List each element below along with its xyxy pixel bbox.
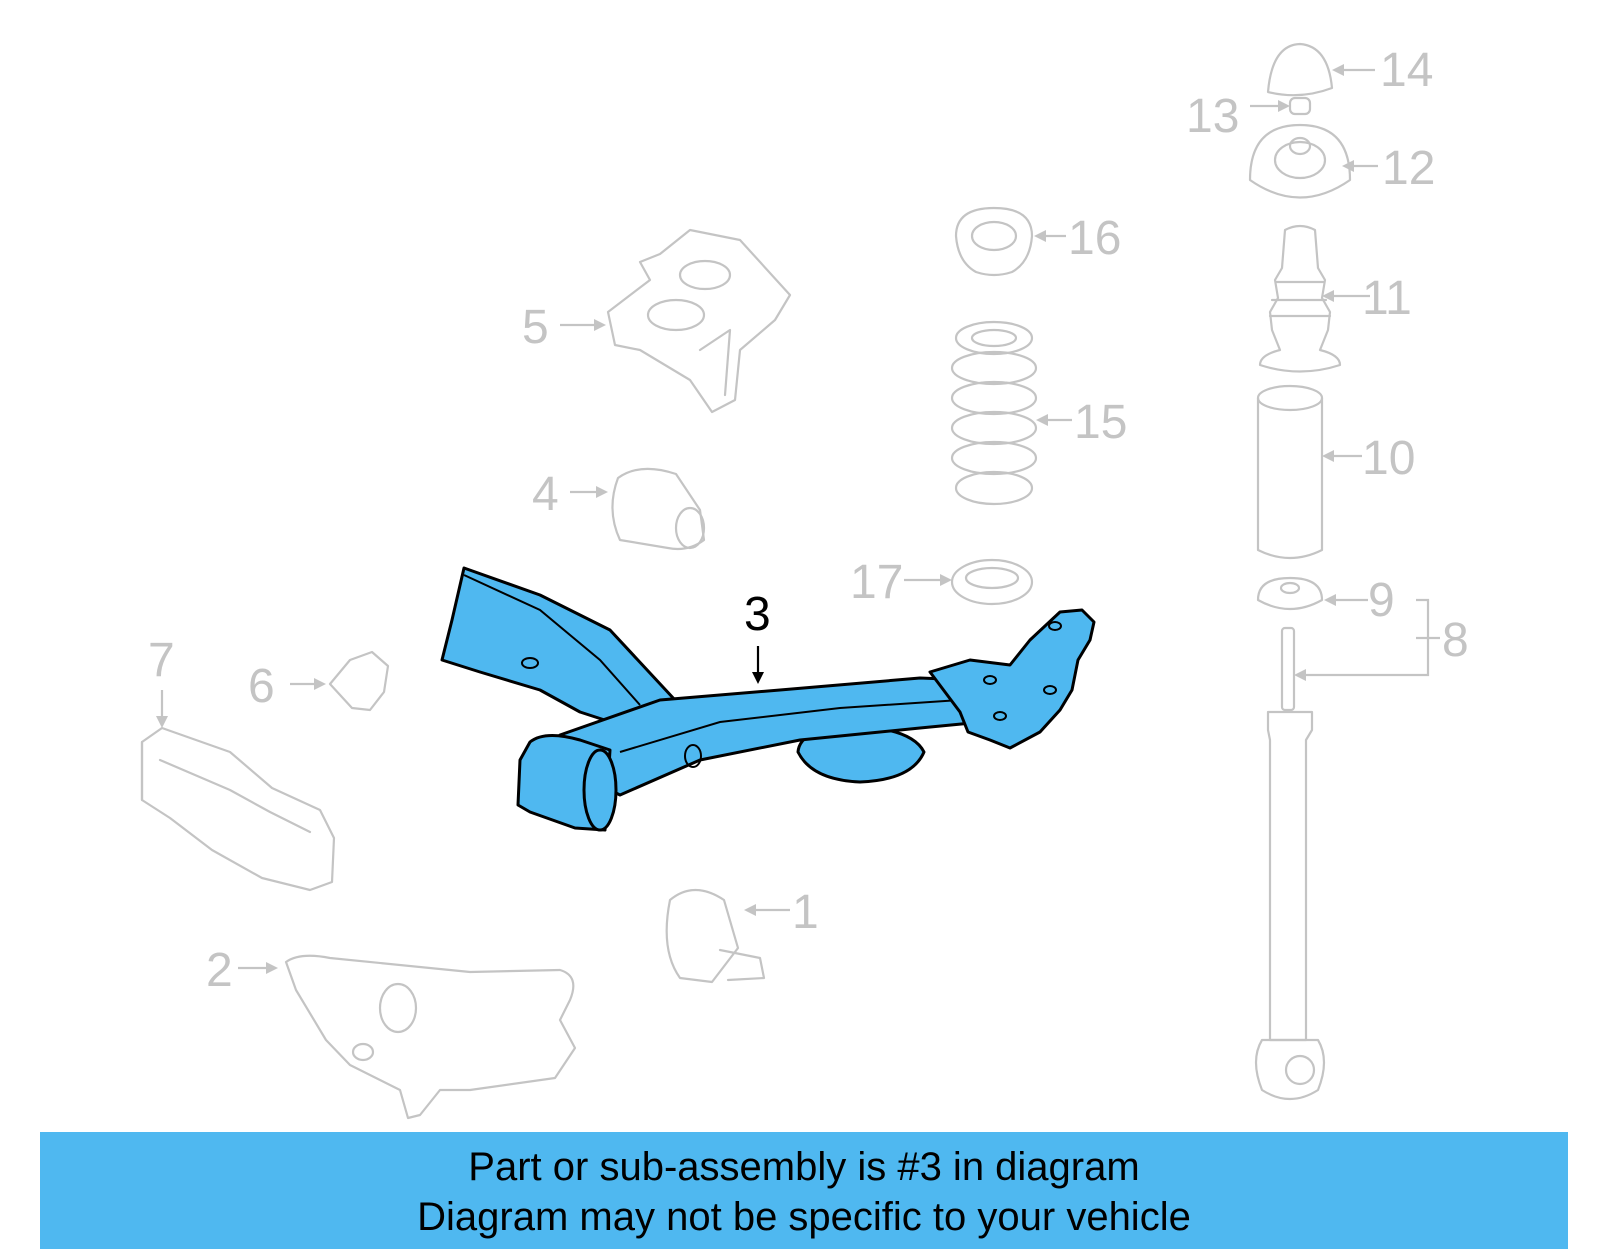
callout-2-label: 2 [206, 944, 233, 997]
callout-16: 16 [1034, 212, 1121, 265]
part-16-spring-seat [954, 206, 1034, 277]
callout-8: 8 [1294, 598, 1469, 681]
part-5-bracket [606, 228, 792, 414]
part-1-wheel-spindle [665, 888, 766, 984]
callout-4: 4 [532, 468, 608, 521]
callout-13: 13 [1186, 90, 1290, 143]
callout-17: 17 [850, 556, 952, 609]
part-11-bump-stop [1258, 224, 1342, 373]
callout-11: 11 [1322, 272, 1412, 325]
info-banner: Part or sub-assembly is #3 in diagram Di… [40, 1132, 1568, 1249]
part-3-axle-beam [440, 566, 1096, 832]
callout-2: 2 [206, 944, 278, 997]
part-4-bushing [611, 467, 706, 551]
part-6-small-bracket [328, 650, 390, 712]
part-8-shock-absorber [1254, 626, 1326, 1101]
callout-17-label: 17 [850, 556, 903, 609]
callout-16-label: 16 [1068, 212, 1121, 265]
callout-11-label: 11 [1362, 272, 1412, 325]
callout-15-label: 15 [1074, 396, 1127, 449]
callout-4-label: 4 [532, 468, 559, 521]
callout-7: 7 [148, 634, 175, 728]
callout-10: 10 [1322, 432, 1415, 485]
callout-9-label: 9 [1368, 574, 1395, 627]
callout-3: 3 [744, 588, 771, 684]
part-14-cap [1266, 42, 1334, 97]
callout-5-label: 5 [522, 301, 549, 354]
part-7-cover [140, 726, 336, 892]
callout-12: 12 [1342, 142, 1435, 195]
banner-line-2: Diagram may not be specific to your vehi… [417, 1195, 1191, 1239]
part-9-washer [1256, 576, 1324, 610]
callout-1: 1 [744, 886, 819, 939]
callout-10-label: 10 [1362, 432, 1415, 485]
callout-6-label: 6 [248, 660, 275, 713]
callout-13-label: 13 [1186, 90, 1239, 143]
part-2-axle-bracket [284, 954, 577, 1120]
callout-14-label: 14 [1380, 44, 1433, 97]
callout-6: 6 [248, 660, 326, 713]
callout-5: 5 [522, 301, 606, 354]
callout-7-label: 7 [148, 634, 175, 687]
callout-12-label: 12 [1382, 142, 1435, 195]
part-13-nut [1288, 96, 1312, 116]
callout-9: 9 [1324, 574, 1395, 627]
part-12-strut-mount [1248, 123, 1352, 199]
callout-15: 15 [1036, 396, 1127, 449]
callout-3-label: 3 [744, 588, 771, 641]
part-15-coil-spring [950, 320, 1038, 506]
part-10-dust-boot [1256, 384, 1324, 560]
part-17-spring-pad [950, 558, 1034, 606]
banner-line-1: Part or sub-assembly is #3 in diagram [468, 1145, 1140, 1189]
callout-8-label: 8 [1442, 614, 1469, 667]
callout-14: 14 [1332, 44, 1433, 97]
callout-1-label: 1 [792, 886, 819, 939]
